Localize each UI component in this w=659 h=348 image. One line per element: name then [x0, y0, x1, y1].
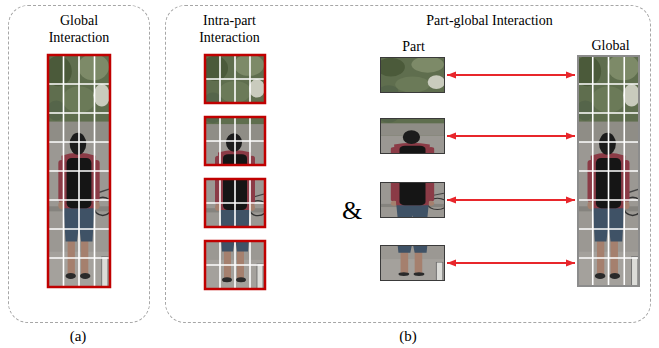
heading: Global Interaction	[29, 12, 129, 46]
label-slot: (b)	[388, 327, 428, 346]
dashed-panel: PartGlobalIntra-part InteractionPart-glo…	[165, 5, 651, 323]
red-frame	[205, 241, 265, 289]
panel-caption: (a)	[58, 327, 98, 346]
ampersand: &	[327, 196, 377, 226]
red-frame	[205, 117, 265, 165]
dashed-panel: Global Interaction	[8, 5, 150, 323]
text-slot: Intra-part Interaction	[175, 12, 285, 46]
heading: Intra-part Interaction	[175, 12, 285, 46]
part-patches	[202, 68, 267, 261]
red-frame	[48, 55, 110, 287]
text-slot: Global	[559, 37, 659, 54]
double-arrow	[447, 74, 575, 76]
red-frame	[205, 55, 265, 103]
label-slot: (a)	[58, 327, 98, 346]
label-slot: &	[327, 196, 377, 226]
global-image-frame: Global	[577, 55, 640, 287]
part-strip	[380, 118, 445, 154]
part-strip	[380, 245, 445, 281]
pedestrian-image	[574, 54, 642, 287]
heading: Global	[559, 37, 659, 54]
heading: Part	[361, 38, 466, 55]
panel-caption: (b)	[388, 327, 428, 346]
pedestrian-image	[45, 54, 112, 287]
part-strip-image	[377, 109, 447, 254]
part-strip	[380, 182, 445, 218]
text-slot: Global Interaction	[29, 12, 129, 46]
subheading: Part-global Interaction	[380, 12, 600, 29]
part-strip: Part	[380, 57, 445, 93]
double-arrow	[447, 135, 575, 137]
double-arrow	[447, 262, 575, 264]
double-arrow	[447, 199, 575, 201]
text-slot: Part	[361, 38, 466, 55]
red-frame	[205, 179, 265, 227]
text-slot: Part-global Interaction	[380, 12, 600, 29]
part-patches	[202, 96, 267, 289]
part-strip-image	[377, 136, 447, 281]
